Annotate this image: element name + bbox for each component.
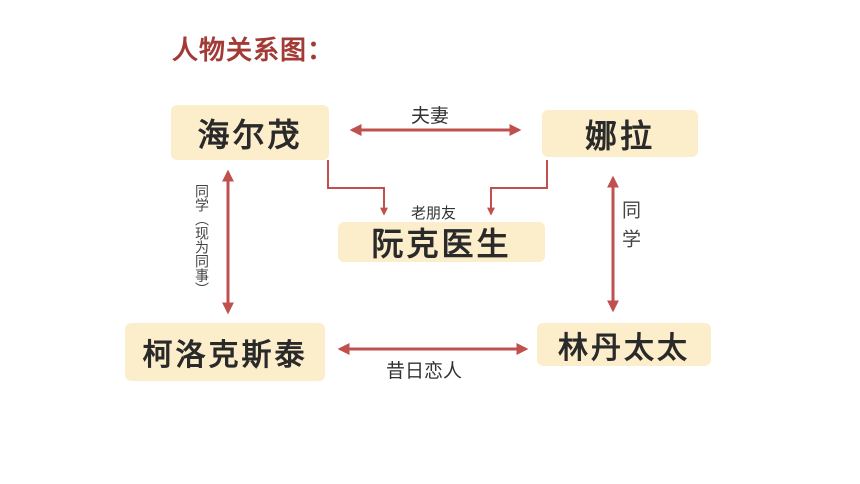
node-helmer: 海尔茂 <box>171 105 329 160</box>
label-classmates-now-colleagues: 同学（现为同事） <box>193 184 209 296</box>
node-nora: 娜拉 <box>542 110 698 157</box>
diagram-title: 人物关系图： <box>172 36 335 66</box>
label-classmates: 同学 <box>619 200 641 258</box>
nora-to-rank-arrow <box>487 160 548 216</box>
helmer-to-rank-arrow <box>327 160 388 216</box>
label-former-lovers: 昔日恋人 <box>386 360 463 382</box>
label-spouses: 夫妻 <box>411 105 450 127</box>
node-linde: 林丹太太 <box>537 323 711 366</box>
node-rank: 阮克医生 <box>338 222 545 263</box>
label-old-friends: 老朋友 <box>411 204 457 222</box>
node-krogstad: 柯洛克斯泰 <box>125 323 325 381</box>
